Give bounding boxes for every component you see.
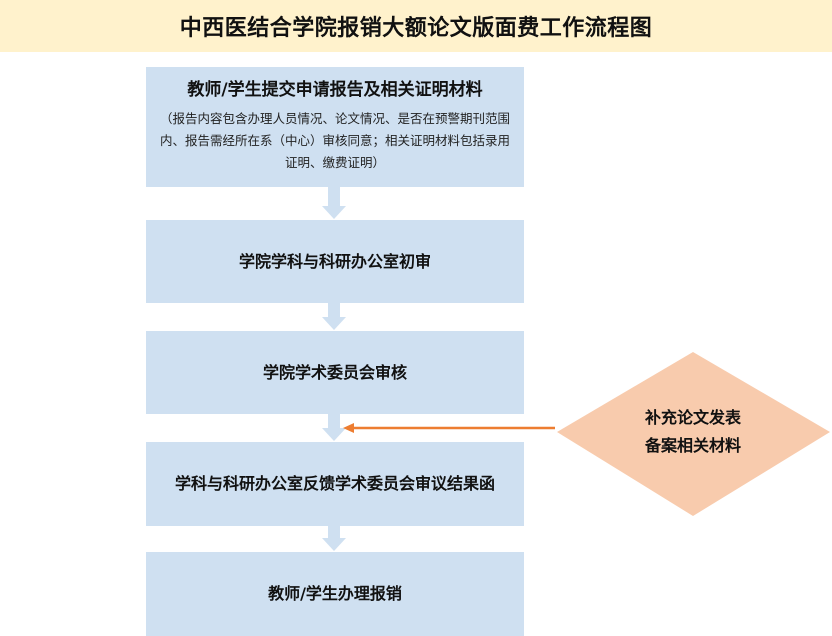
step-feedback-result: 学科与科研办公室反馈学术委员会审议结果函: [146, 442, 524, 526]
step-title: 教师/学生办理报销: [268, 584, 402, 604]
step-reimbursement: 教师/学生办理报销: [146, 552, 524, 636]
step-title: 学科与科研办公室反馈学术委员会审议结果函: [174, 474, 495, 493]
step-note: （报告内容包含办理人员情况、论文情况、是否在预警期刊范围内、报告需经所在系（中心…: [159, 111, 510, 171]
side-node-line2: 备案相关材料: [644, 436, 741, 455]
step-title: 教师/学生提交申请报告及相关证明材料: [187, 79, 483, 100]
step-title: 学院学科与科研办公室初审: [238, 251, 431, 271]
arrow-step4-to-step5: [322, 526, 346, 551]
side-node-line1: 补充论文发表: [644, 408, 741, 427]
side-node-label: 补充论文发表 备案相关材料: [600, 400, 786, 464]
diagram-title: 中西医结合学院报销大额论文版面费工作流程图: [0, 0, 832, 52]
step-initial-review: 学院学科与科研办公室初审: [146, 220, 524, 303]
step-submit-application: 教师/学生提交申请报告及相关证明材料 （报告内容包含办理人员情况、论文情况、是否…: [146, 67, 524, 187]
step-title: 学院学术委员会审核: [262, 362, 407, 382]
supplement-arrow: [343, 423, 555, 433]
side-node-diamond: [557, 352, 830, 516]
step-committee-review: 学院学术委员会审核: [146, 331, 524, 414]
arrow-step2-to-step3: [322, 303, 346, 330]
arrow-step3-to-step4: [322, 414, 346, 441]
arrow-step1-to-step2: [322, 187, 346, 219]
